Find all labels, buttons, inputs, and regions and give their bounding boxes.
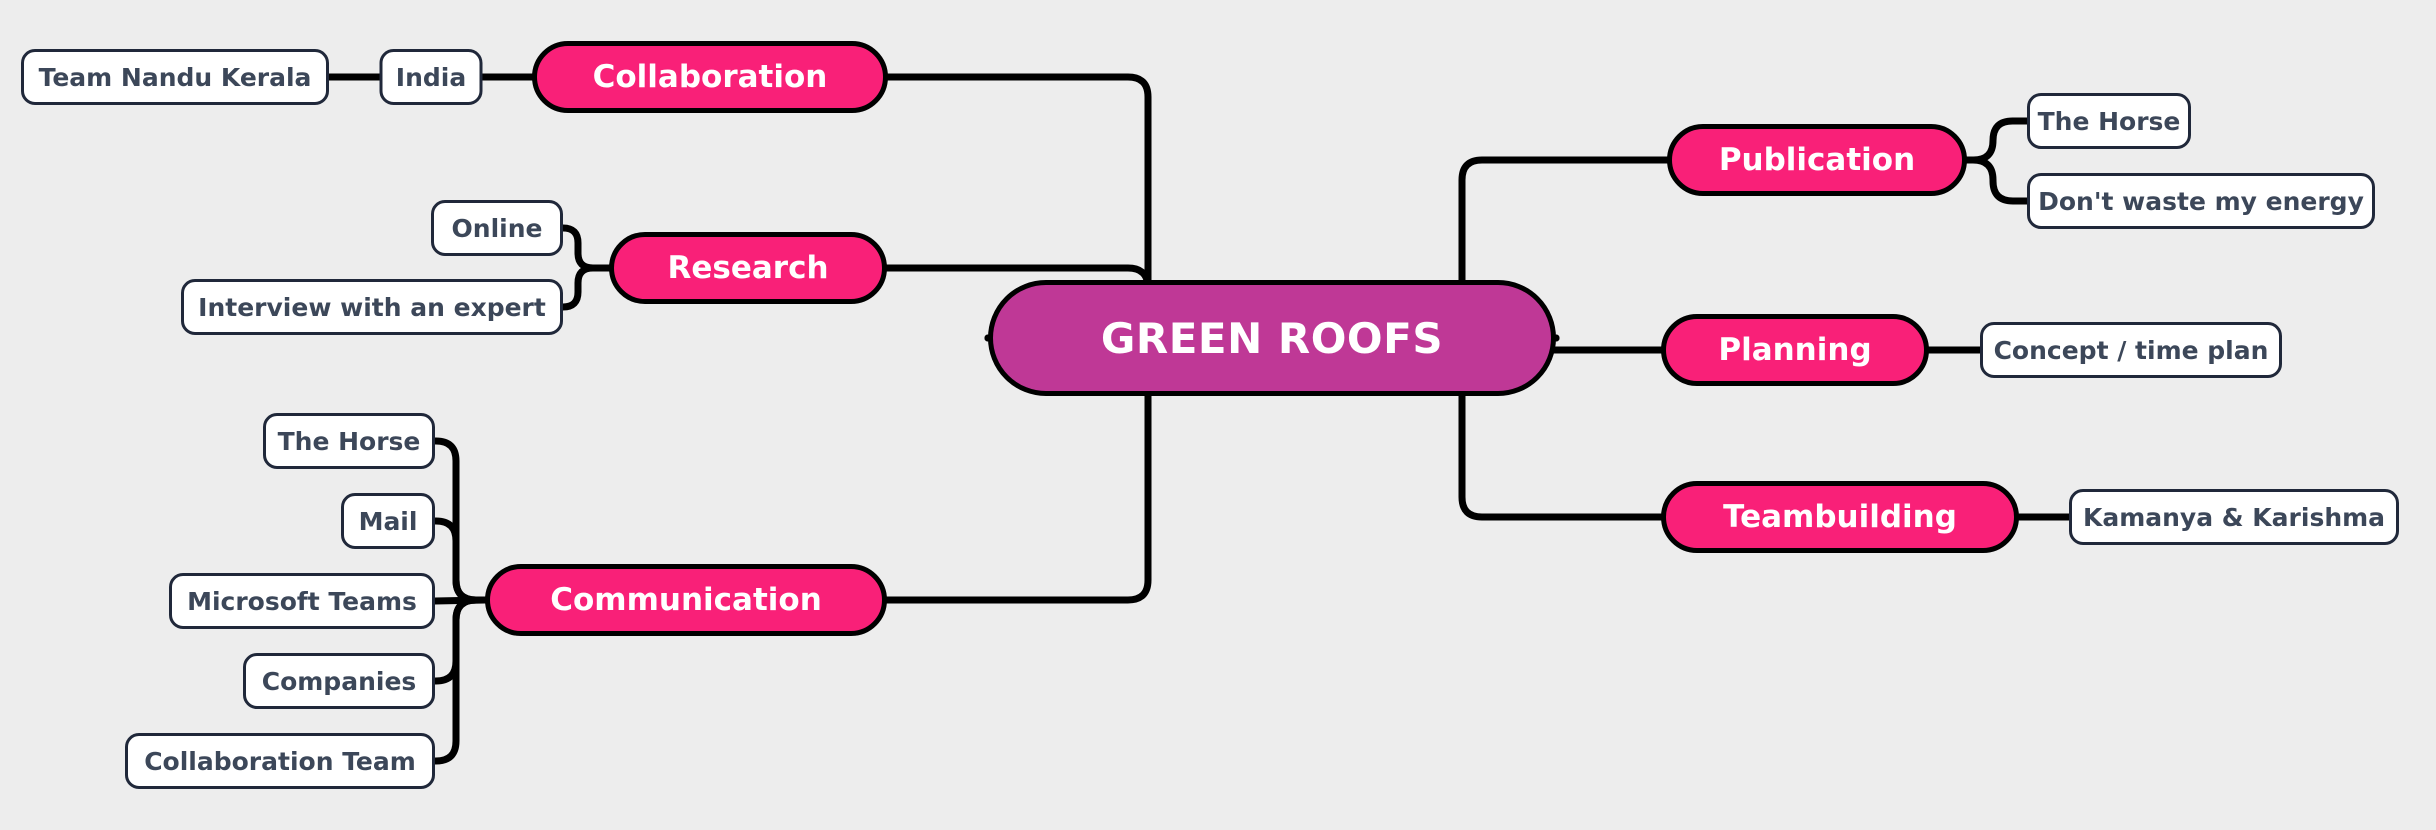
leaf-label-communication-the-horse: The Horse [277, 426, 421, 456]
root-node-green-roofs[interactable]: GREEN ROOFS [988, 280, 1556, 396]
leaf-label-india: India [395, 62, 467, 92]
leaf-label-dont-waste-my-energy: Don't waste my energy [2038, 186, 2364, 216]
leaf-label-companies: Companies [261, 666, 417, 696]
edge-research-to-online [559, 224, 613, 272]
branch-label-teambuilding: Teambuilding [1723, 499, 1957, 535]
leaf-label-publication-the-horse: The Horse [2037, 106, 2181, 136]
edge-research-to-interview-expert [559, 264, 613, 311]
leaf-node-microsoft-teams[interactable]: Microsoft Teams [169, 573, 435, 629]
leaf-node-companies[interactable]: Companies [243, 653, 435, 709]
leaf-node-publication-the-horse[interactable]: The Horse [2027, 93, 2191, 149]
leaf-node-india[interactable]: India [379, 49, 483, 105]
leaf-label-online: Online [451, 213, 543, 243]
branch-node-research[interactable]: Research [609, 232, 887, 304]
leaf-node-interview-with-an-expert[interactable]: Interview with an expert [181, 279, 563, 335]
branch-node-communication[interactable]: Communication [485, 564, 887, 636]
edge-communication-to-comm-collab-team [431, 596, 489, 765]
leaf-node-communication-the-horse[interactable]: The Horse [263, 413, 435, 469]
root-node-label: GREEN ROOFS [1100, 313, 1444, 363]
leaf-label-team-nandu-kerala: Team Nandu Kerala [38, 62, 312, 92]
edge-publication-to-pub-the-horse [1963, 117, 2031, 164]
branch-node-planning[interactable]: Planning [1661, 314, 1929, 386]
branch-node-teambuilding[interactable]: Teambuilding [1661, 481, 2019, 553]
branch-label-communication: Communication [550, 582, 822, 618]
edge-communication-to-comm-ms-teams [431, 596, 489, 605]
leaf-label-concept-time-plan: Concept / time plan [1993, 335, 2269, 365]
branch-label-planning: Planning [1718, 332, 1872, 368]
branch-label-publication: Publication [1718, 142, 1916, 178]
leaf-node-dont-waste-my-energy[interactable]: Don't waste my energy [2027, 173, 2375, 229]
edge-communication-to-comm-mail [431, 517, 489, 604]
edge-publication-to-pub-dont-waste [1963, 156, 2031, 205]
leaf-node-concept-time-plan[interactable]: Concept / time plan [1980, 322, 2282, 378]
leaf-label-microsoft-teams: Microsoft Teams [187, 586, 417, 616]
leaf-label-kamanya-and-karishma: Kamanya & Karishma [2082, 502, 2386, 532]
branch-label-research: Research [667, 250, 829, 286]
leaf-node-kamanya-and-karishma[interactable]: Kamanya & Karishma [2069, 489, 2399, 545]
leaf-node-online[interactable]: Online [431, 200, 563, 256]
edge-communication-to-comm-companies [431, 596, 489, 685]
leaf-node-mail[interactable]: Mail [341, 493, 435, 549]
edge-communication-to-comm-the-horse [431, 437, 489, 604]
leaf-label-mail: Mail [358, 506, 418, 536]
branch-node-collaboration[interactable]: Collaboration [532, 41, 888, 113]
branch-label-collaboration: Collaboration [592, 59, 828, 95]
leaf-label-collaboration-team: Collaboration Team [144, 746, 416, 776]
leaf-label-interview-with-an-expert: Interview with an expert [198, 292, 546, 322]
branch-node-publication[interactable]: Publication [1667, 124, 1967, 196]
leaf-node-team-nandu-kerala[interactable]: Team Nandu Kerala [21, 49, 329, 105]
leaf-node-collaboration-team[interactable]: Collaboration Team [125, 733, 435, 789]
